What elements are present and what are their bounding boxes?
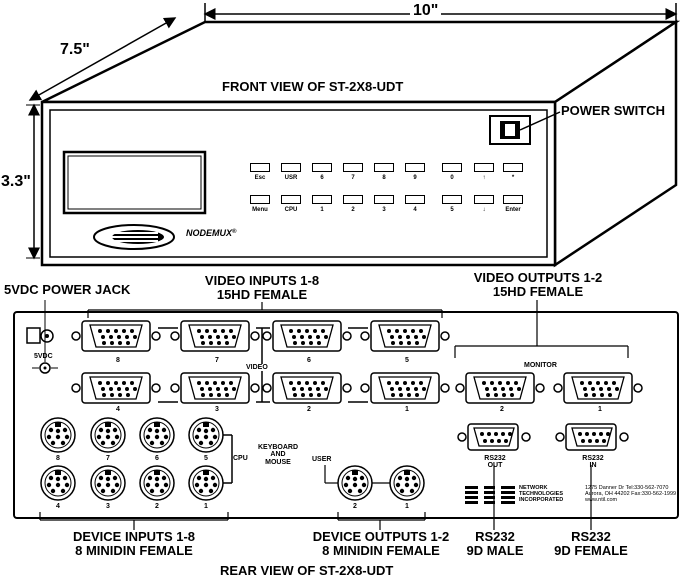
bottom-key-5[interactable] xyxy=(405,195,425,204)
minidin-port-number: 2 xyxy=(155,503,159,510)
front-view-title: FRONT VIEW OF ST-2X8-UDT xyxy=(222,79,404,94)
top-key-label: * xyxy=(511,175,515,181)
top-key-label: ↑ xyxy=(482,175,486,181)
video-input-number: 1 xyxy=(405,406,409,413)
bottom-key-1[interactable] xyxy=(281,195,301,204)
minidin-port-number: 5 xyxy=(204,455,208,462)
user-group-label: USER xyxy=(312,456,332,463)
rear-view-title: REAR VIEW OF ST-2X8-UDT xyxy=(220,563,394,578)
power-5vdc-label: 5VDC xyxy=(34,353,53,360)
top-key-7[interactable] xyxy=(474,163,494,172)
minidin-port-number: 2 xyxy=(353,503,357,510)
minidin-port-number: 7 xyxy=(106,455,110,462)
video-input-number: 8 xyxy=(116,357,120,364)
top-key-label: 7 xyxy=(351,175,355,181)
minidin-port-number: 4 xyxy=(56,503,60,510)
bottom-key-0[interactable] xyxy=(250,195,270,204)
power-jack-label: 5VDC POWER JACK xyxy=(4,282,131,297)
bottom-key-label: 4 xyxy=(413,207,417,213)
top-key-label: 0 xyxy=(450,175,454,181)
monitor-label: MONITOR xyxy=(524,362,557,369)
bottom-key-label: 5 xyxy=(450,207,454,213)
minidin-port-number: 8 xyxy=(56,455,60,462)
monitor-port-number: 2 xyxy=(500,406,504,413)
minidin-port-number: 6 xyxy=(155,455,159,462)
minidin-port-number: 1 xyxy=(204,503,208,510)
top-key-8[interactable] xyxy=(503,163,523,172)
bottom-key-7[interactable] xyxy=(474,195,494,204)
top-key-4[interactable] xyxy=(374,163,394,172)
top-key-label: 8 xyxy=(382,175,386,181)
nodemux-brand: NODEMUX® xyxy=(186,228,237,238)
bottom-key-label: Menu xyxy=(252,207,268,213)
bottom-key-label: 3 xyxy=(382,207,386,213)
top-key-6[interactable] xyxy=(442,163,462,172)
top-key-3[interactable] xyxy=(343,163,363,172)
top-key-label: 9 xyxy=(413,175,417,181)
video-input-number: 3 xyxy=(215,406,219,413)
top-key-2[interactable] xyxy=(312,163,332,172)
power-switch-label: POWER SWITCH xyxy=(561,103,665,118)
video-input-number: 4 xyxy=(116,406,120,413)
cpu-group-label: CPU xyxy=(233,455,248,462)
bottom-key-label: 2 xyxy=(351,207,355,213)
bottom-key-3[interactable] xyxy=(343,195,363,204)
top-key-label: 6 xyxy=(320,175,324,181)
minidin-port-number: 3 xyxy=(106,503,110,510)
monitor-port-number: 1 xyxy=(598,406,602,413)
bottom-key-8[interactable] xyxy=(503,195,523,204)
video-group-label: VIDEO xyxy=(244,364,270,372)
bottom-key-2[interactable] xyxy=(312,195,332,204)
bottom-key-label: Enter xyxy=(505,207,521,213)
top-key-label: USR xyxy=(284,175,298,181)
dim-depth-label: 7.5" xyxy=(60,41,90,58)
top-key-label: Esc xyxy=(254,175,266,181)
video-input-number: 6 xyxy=(307,357,311,364)
top-key-0[interactable] xyxy=(250,163,270,172)
video-input-number: 5 xyxy=(405,357,409,364)
bottom-key-label: CPU xyxy=(284,207,298,213)
top-key-5[interactable] xyxy=(405,163,425,172)
top-key-1[interactable] xyxy=(281,163,301,172)
bottom-key-label: 1 xyxy=(320,207,324,213)
minidin-port-number: 1 xyxy=(405,503,409,510)
video-input-number: 7 xyxy=(215,357,219,364)
video-input-number: 2 xyxy=(307,406,311,413)
dim-width-label: 10" xyxy=(410,2,442,20)
dim-height-label: 3.3" xyxy=(1,173,31,191)
bottom-key-label: ↓ xyxy=(482,207,486,213)
bottom-key-6[interactable] xyxy=(442,195,462,204)
bottom-key-4[interactable] xyxy=(374,195,394,204)
